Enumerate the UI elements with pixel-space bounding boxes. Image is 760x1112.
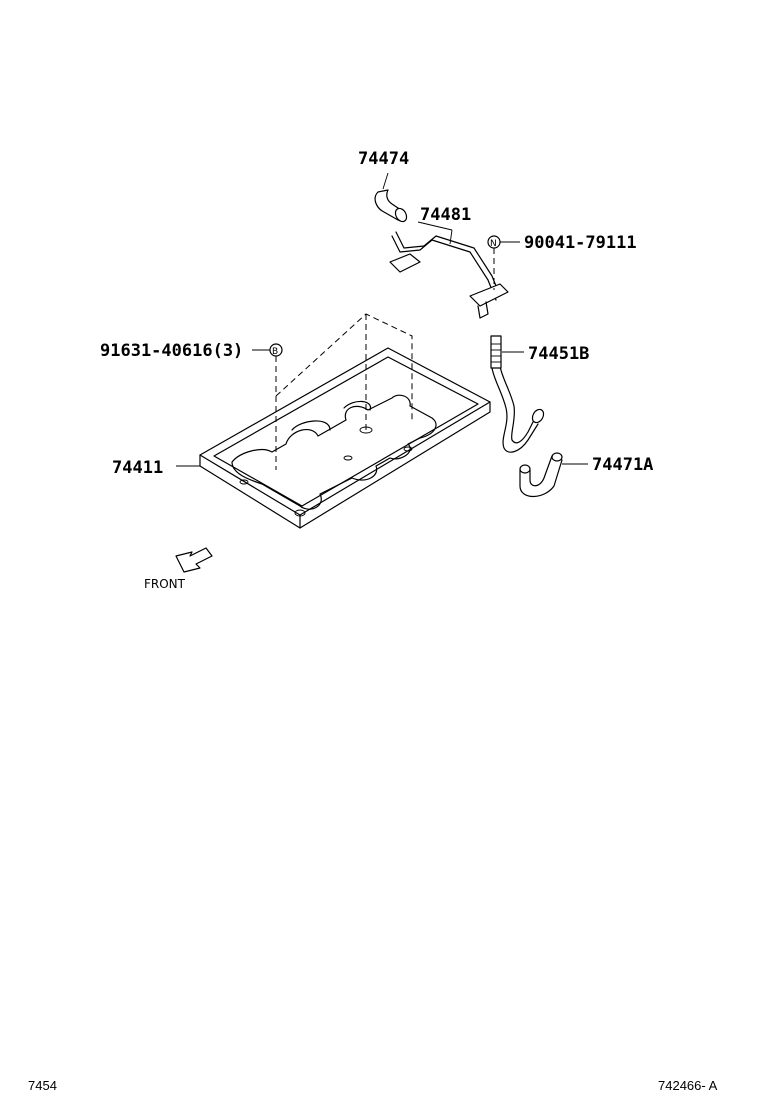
hose-74474 bbox=[374, 172, 408, 223]
label-74481: 74481 bbox=[420, 205, 471, 225]
label-90041-79111: 90041-79111 bbox=[524, 233, 637, 253]
label-74411: 74411 bbox=[112, 458, 163, 478]
footer-left-code: 7454 bbox=[28, 1078, 57, 1093]
svg-text:N: N bbox=[490, 239, 497, 249]
clip-marker-n: N bbox=[487, 235, 520, 290]
bolt-marker-b: B bbox=[252, 343, 283, 394]
label-74474: 74474 bbox=[358, 149, 409, 169]
label-74451b: 74451B bbox=[528, 344, 589, 364]
footer-right-code: 742466- A bbox=[658, 1078, 718, 1093]
label-74471a: 74471A bbox=[592, 455, 653, 475]
battery-tray-74411 bbox=[176, 313, 491, 529]
front-label: FRONT bbox=[144, 577, 186, 591]
u-hose-74471a bbox=[519, 452, 588, 498]
pipe-bracket-74481 bbox=[389, 221, 509, 319]
drain-hose-74451b bbox=[490, 335, 545, 453]
label-91631-40616: 91631-40616(3) bbox=[100, 341, 243, 361]
front-arrow-icon bbox=[175, 547, 213, 573]
svg-text:B: B bbox=[272, 347, 278, 357]
